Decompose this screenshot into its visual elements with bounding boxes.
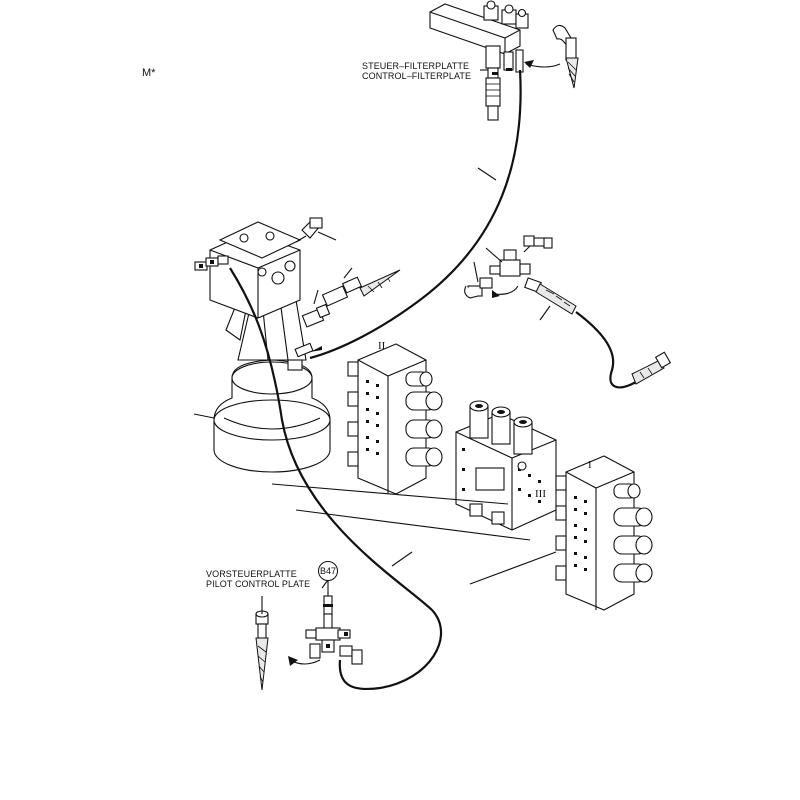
label-pilot-control-plate-de: VORSTEUERPLATTE — [206, 569, 297, 579]
reference-mark: M* — [142, 67, 156, 79]
callout-b47: B47 — [318, 561, 338, 581]
pilot-control-plate-assembly — [255, 579, 363, 691]
label-control-filter-plate-en: CONTROL–FILTERPLATE — [362, 71, 472, 81]
valve-block-label-right: I — [588, 459, 592, 471]
valve-block-3 — [455, 400, 557, 531]
pilot-line-main — [309, 69, 522, 360]
valve-block-label-left: II — [378, 340, 386, 352]
joystick-fittings — [294, 217, 401, 358]
tee-fitting-set — [464, 235, 672, 389]
label-control-filter-plate-de: STEUER–FILTERPLATTE — [362, 61, 470, 71]
valve-block-2 — [347, 343, 443, 495]
pilot-line-lower — [229, 267, 443, 690]
valve-block-label-middle: III — [535, 488, 546, 500]
leader-lines — [271, 483, 557, 585]
control-filter-plate-assembly — [429, 0, 579, 121]
control-lever-assembly — [193, 221, 331, 473]
valve-block-1 — [555, 455, 653, 611]
label-pilot-control-plate-en: PILOT CONTROL PLATE — [206, 579, 311, 589]
